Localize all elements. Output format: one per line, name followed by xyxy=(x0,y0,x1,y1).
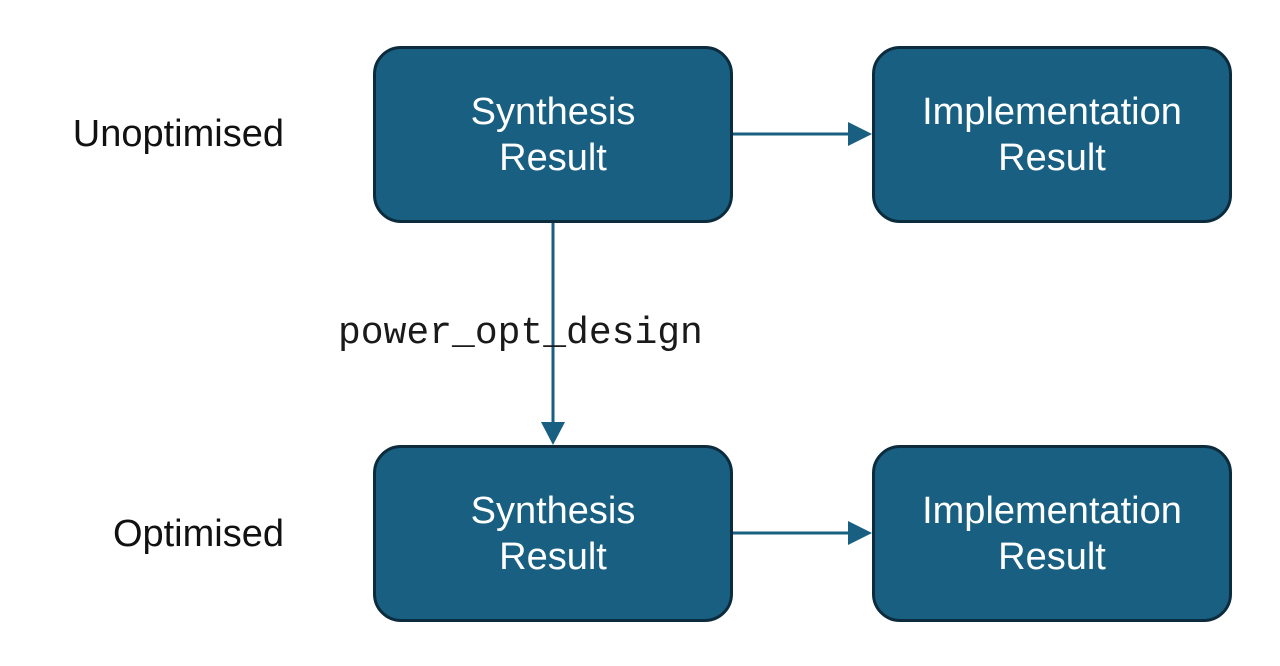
arrowhead-bottom xyxy=(848,521,872,545)
node-label-line1: Synthesis xyxy=(470,90,636,133)
node-label-line2: Result xyxy=(499,535,607,578)
edge-label-power-opt-design: power_opt_design xyxy=(338,312,703,355)
implementation-result-node-optimised: Implementation Result xyxy=(872,445,1232,622)
synthesis-result-node-optimised: Synthesis Result xyxy=(373,445,733,622)
node-label-line1: Implementation xyxy=(922,90,1182,133)
node-label-line1: Synthesis xyxy=(470,489,636,532)
node-label-line2: Result xyxy=(998,535,1106,578)
row-label-optimised: Optimised xyxy=(112,513,284,555)
arrowhead-top xyxy=(848,122,872,146)
synthesis-result-node-unoptimised: Synthesis Result xyxy=(373,46,733,223)
node-label-line2: Result xyxy=(998,136,1106,179)
implementation-result-node-unoptimised: Implementation Result xyxy=(872,46,1232,223)
arrowhead-down xyxy=(541,422,565,445)
node-label-line1: Implementation xyxy=(922,489,1182,532)
node-label-line2: Result xyxy=(499,136,607,179)
row-label-unoptimised: Unoptimised xyxy=(72,113,284,155)
